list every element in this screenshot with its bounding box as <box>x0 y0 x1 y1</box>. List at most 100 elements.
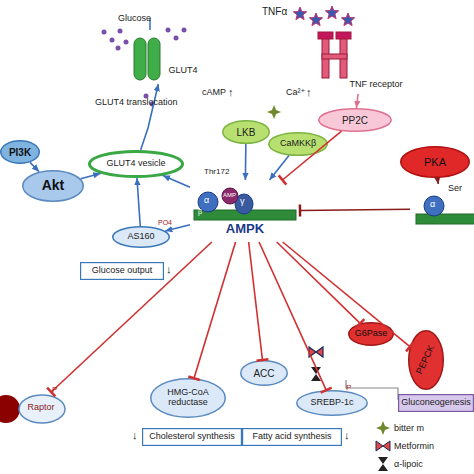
receptor-cap <box>318 32 333 39</box>
protein-oval: AS160 <box>112 226 170 248</box>
legend-text: Metformin <box>394 441 434 451</box>
bitter-melon-symbol <box>267 105 281 119</box>
legend-row: α-lipoic <box>376 457 423 471</box>
mtor-ball <box>0 395 20 423</box>
oval-outline <box>401 147 470 178</box>
outcome-box: Glucose output <box>80 262 164 280</box>
legend-sample <box>376 439 390 453</box>
receptor-cap <box>336 32 351 39</box>
oval-outline <box>151 379 226 418</box>
legend-text: α-lipoic <box>394 459 423 469</box>
node-text: Fatty acid synthesis <box>242 428 342 446</box>
legend-row: Metformin <box>376 439 434 453</box>
inhibition-connector <box>277 242 360 323</box>
glucose-molecule <box>110 38 115 43</box>
oval-outline <box>269 133 328 156</box>
messenger-label: Ca²⁺ <box>286 88 305 98</box>
legend-symbol <box>376 421 390 435</box>
increase-arrow: ↑ <box>306 86 312 98</box>
node-text: AMPK <box>210 222 280 236</box>
box-outline <box>143 429 242 446</box>
activation-arrow <box>270 155 289 180</box>
nucleotide-label: AMP <box>223 192 236 199</box>
lipoic-acid-symbol <box>311 367 321 381</box>
inhibition-connector <box>283 242 410 347</box>
phosphatase-oval: PP2C <box>318 108 392 132</box>
oval-outline <box>1 141 40 164</box>
decrease-arrow: ↓ <box>132 429 138 441</box>
ligand-star <box>293 7 306 20</box>
alpha-subunit <box>424 196 444 216</box>
ligand-label: TNFα <box>262 6 287 17</box>
glucose-molecule <box>116 46 121 51</box>
activation-arrow <box>437 178 439 184</box>
kinase-oval: PI3K <box>0 140 40 164</box>
activation-arrow <box>141 84 159 150</box>
transporter-helix <box>148 38 160 80</box>
amp-molecule <box>222 188 238 204</box>
node-text: PP2C <box>318 108 392 132</box>
legend-sample <box>376 421 390 435</box>
phosphate-label: P <box>346 384 351 393</box>
tnf-alpha-ligands <box>293 6 354 26</box>
node-text: Akt <box>22 170 84 202</box>
outcome-box: Cholesterol synthesis <box>142 428 242 446</box>
glucose-molecule <box>118 29 123 34</box>
node-text: GLUT4 <box>164 66 202 76</box>
inhibition-connector <box>249 242 263 360</box>
increase-arrow: ↑ <box>228 86 234 98</box>
subunit-label: β <box>198 208 202 216</box>
activation-arrow <box>356 94 358 108</box>
node-shape <box>126 36 202 84</box>
node-text: G6Pase <box>348 322 394 346</box>
transporter: GLUT4 <box>126 36 202 84</box>
enzyme-oval: PEPCK <box>408 330 444 390</box>
glucose-molecule <box>174 36 179 41</box>
subunit-label: α <box>204 196 209 206</box>
enzyme-oval: HMG-CoA reductase <box>150 378 226 418</box>
node-text: Cholesterol synthesis <box>142 428 242 446</box>
node-shape <box>410 184 474 234</box>
subunit-label: α <box>430 200 435 210</box>
node-text: TNF receptor <box>340 80 412 90</box>
node-text: GLUT4 vesicle <box>88 150 184 178</box>
legend-symbol <box>378 457 388 471</box>
oval-outline <box>241 361 288 386</box>
inhibition-connector <box>194 242 236 378</box>
node-text: HMG-CoA reductase <box>150 378 226 418</box>
enzyme-oval: G6Pase <box>348 322 394 346</box>
process-box: Gluconeogenesis <box>398 394 474 412</box>
node-text: ACC <box>240 360 288 386</box>
ligand-star <box>325 6 338 19</box>
legend-row: bitter m <box>376 421 424 435</box>
node-text: LKB <box>222 120 270 144</box>
node-text: PKA <box>400 146 470 178</box>
node-text: Ser <box>440 184 470 194</box>
box-outline <box>81 263 164 280</box>
beta-subunit-bar <box>416 214 474 224</box>
ampk-complex: AMPK <box>190 180 300 242</box>
oval-outline <box>319 109 392 132</box>
legend-text: bitter m <box>394 423 424 433</box>
node-text: PEPCK <box>391 331 461 389</box>
node-text: PI3K <box>0 140 40 164</box>
molecule-label: Glucose <box>118 14 151 24</box>
residue-label: Thr172 <box>204 168 229 177</box>
node-text: AS160 <box>112 226 170 248</box>
kinase-oval: LKB <box>222 120 270 144</box>
activation-arrow <box>163 176 190 188</box>
legend-sample <box>376 457 390 471</box>
legend-symbol <box>376 441 390 451</box>
box-outline <box>243 429 342 446</box>
outcome-box: Fatty acid synthesis <box>242 428 342 446</box>
ampk-complex: Ser <box>410 184 474 234</box>
node-text: CaMKKβ <box>268 132 328 156</box>
glucose-molecule <box>102 30 107 35</box>
decrease-arrow: ↓ <box>166 263 172 275</box>
box-outline <box>399 395 474 412</box>
node-text: Raptor <box>18 403 64 413</box>
activation-arrow <box>245 144 247 180</box>
phosphate-label: P <box>52 386 57 395</box>
enzyme-oval: ACC <box>240 360 288 386</box>
glucose-molecule <box>166 28 171 33</box>
